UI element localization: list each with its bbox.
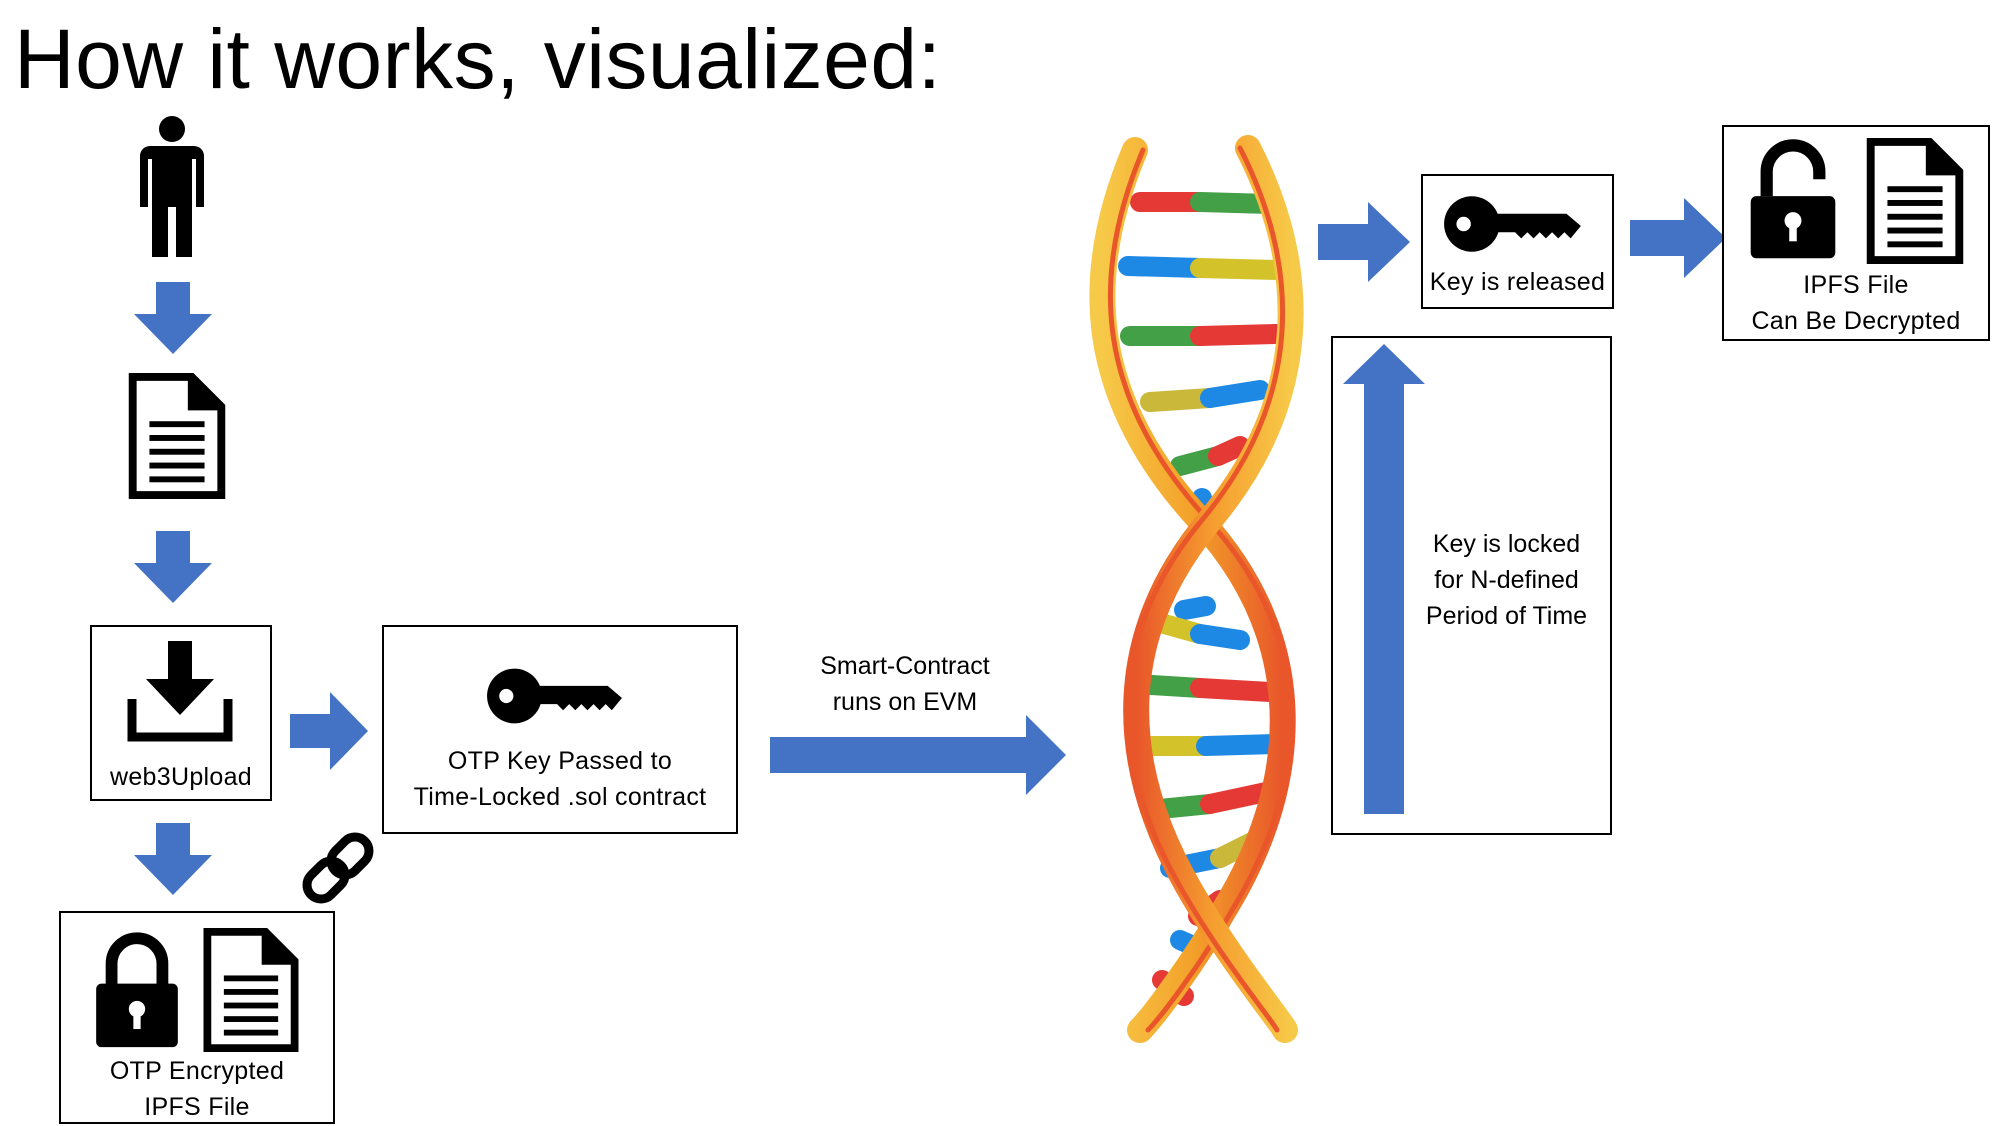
web3upload-label: web3Upload [110, 763, 252, 791]
document-icon [126, 372, 228, 500]
otp-key-line1: OTP Key Passed to [447, 747, 673, 775]
download-icon [127, 641, 233, 742]
padlock-closed-icon [91, 931, 183, 1049]
key-locked-line3: Period of Time [1425, 602, 1588, 630]
otp-key-box: OTP Key Passed to Time-Locked .sol contr… [382, 625, 738, 834]
key-locked-line2: for N-defined [1434, 566, 1579, 594]
arrow-down-icon [134, 282, 212, 354]
arrow-down-icon [134, 823, 212, 895]
encrypted-file-box: OTP Encrypted IPFS File [59, 911, 335, 1124]
key-locked-line1: Key is locked [1432, 530, 1581, 558]
arrow-up-icon [1343, 344, 1425, 814]
page-title: How it works, visualized: [14, 12, 942, 106]
arrow-down-icon [134, 531, 212, 603]
smart-contract-line2: runs on EVM [832, 688, 978, 716]
web3upload-box: web3Upload [90, 625, 272, 801]
key-released-box: Key is released [1421, 174, 1614, 309]
smart-contract-label: Smart-Contract runs on EVM [770, 648, 1040, 720]
otp-key-line2: Time-Locked .sol contract [413, 783, 707, 811]
encrypted-file-line1: OTP Encrypted [109, 1057, 285, 1085]
key-locked-box: Key is locked for N-defined Period of Ti… [1331, 336, 1612, 835]
arrow-right-icon [770, 715, 1066, 795]
padlock-open-icon [1746, 137, 1840, 261]
person-icon [140, 116, 204, 257]
document-icon [1864, 137, 1966, 265]
decrypted-file-line1: IPFS File [1803, 271, 1909, 299]
arrow-right-icon [1630, 198, 1726, 278]
decrypted-file-box: IPFS File Can Be Decrypted [1722, 125, 1990, 341]
arrow-right-icon [1318, 202, 1410, 282]
key-locked-text: Key is locked for N-defined Period of Ti… [1403, 526, 1610, 634]
arrow-right-icon [290, 692, 368, 770]
smart-contract-line1: Smart-Contract [820, 652, 990, 680]
chain-link-icon [302, 832, 374, 904]
key-icon [1441, 192, 1585, 256]
decrypted-file-line2: Can Be Decrypted [1751, 307, 1961, 335]
encrypted-file-line2: IPFS File [144, 1093, 250, 1121]
dna-helix-icon [1089, 135, 1304, 1043]
document-icon [201, 927, 301, 1053]
key-released-label: Key is released [1429, 268, 1606, 296]
key-icon [484, 665, 626, 727]
